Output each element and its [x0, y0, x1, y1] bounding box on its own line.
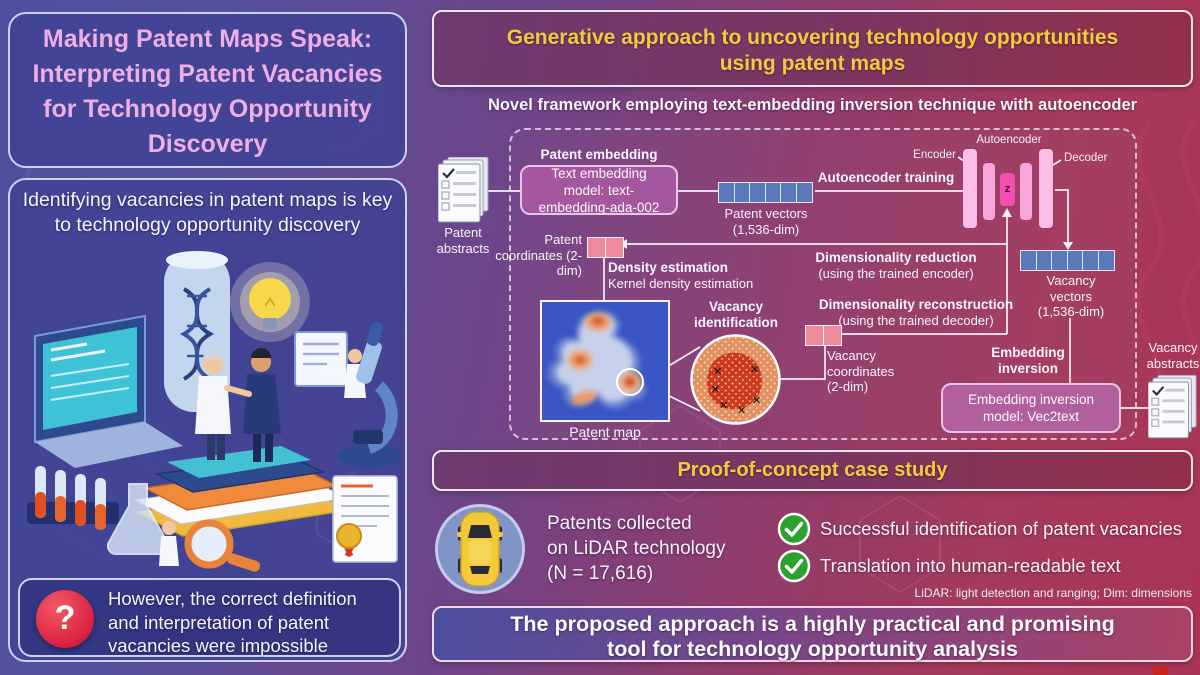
- page-title-line: Discovery: [147, 130, 268, 158]
- finding-text: Translation into human-readable text: [820, 555, 1121, 576]
- journal-logo-fragment: [1153, 666, 1168, 675]
- dimensionality-reduction-label: Dimensionality reduction (using the trai…: [815, 250, 977, 281]
- patent-coordinates-label: Patent coordinates (2-dim): [495, 232, 582, 278]
- laptop-icon: [34, 314, 183, 468]
- text-embedding-model-box: Text embedding model: text-embedding-ada…: [520, 165, 678, 215]
- vacancy-abstracts-icon: [1148, 375, 1197, 439]
- vacancy-magnifier: ✕ ✕ ✕ ✕ ✕ ✕: [690, 334, 781, 425]
- embedding-inversion-model-box: Embedding inversion model: Vec2text: [941, 383, 1121, 433]
- case-study-title: Proof-of-concept case study: [677, 459, 948, 481]
- decoder-bar: [1039, 149, 1053, 228]
- problem-line: and interpretation of patent: [108, 611, 330, 633]
- problem-box: ? However, the correct definition and in…: [18, 578, 401, 657]
- check-icon: [777, 549, 811, 583]
- header-line: using patent maps: [719, 52, 906, 75]
- header-banner: Generative approach to uncovering techno…: [432, 10, 1193, 87]
- svg-text:✕: ✕: [711, 383, 720, 396]
- finding-row: Translation into human-readable text: [777, 549, 1121, 583]
- svg-text:✕: ✕: [737, 404, 746, 417]
- decoder-label: Decoder: [1064, 152, 1108, 164]
- dimensionality-reconstruction-label: Dimensionality reconstruction (using the…: [818, 297, 1014, 328]
- certificate-icon: [332, 475, 398, 563]
- people-handshake-icon: [195, 348, 281, 462]
- finding-text: Successful identification of patent vaca…: [820, 518, 1182, 539]
- problem-line: However, the correct definition: [108, 588, 357, 609]
- patent-map-label: Patent map: [569, 424, 641, 440]
- vacancy-abstracts-label: Vacancy abstracts: [1146, 340, 1200, 371]
- patent-vectors: [718, 182, 813, 203]
- car-icon: [435, 504, 525, 594]
- framework-diagram: Patent abstracts Patent embedding Text e…: [430, 113, 1200, 445]
- microscope-icon: [337, 322, 401, 468]
- question-mark-icon: ?: [36, 590, 94, 648]
- premise-line: Identifying vacancies in patent maps is …: [22, 189, 393, 211]
- page-title-line: for Technology Opportunity: [43, 95, 372, 123]
- problem-line: vacancies were impossible: [108, 635, 329, 656]
- patent-vectors-label: Patent vectors (1,536-dim): [724, 206, 808, 237]
- case-study-banner: Proof-of-concept case study: [432, 450, 1193, 491]
- science-illustration: [27, 251, 401, 572]
- check-icon: [777, 512, 811, 546]
- page-title-line: Making Patent Maps Speak:: [42, 25, 373, 53]
- header-line: Generative approach to uncovering techno…: [506, 26, 1119, 49]
- whiteboard-icon: [294, 331, 366, 398]
- abbreviation-footnote: LiDAR: light detection and ranging; Dim:…: [914, 586, 1192, 600]
- svg-text:✕: ✕: [713, 365, 722, 378]
- latent-bar: z: [1000, 173, 1015, 206]
- patent-coordinates: [587, 237, 624, 258]
- autoencoder-training-label: Autoencoder training: [817, 170, 955, 185]
- density-estimation-label: Density estimation Kernel density estima…: [608, 260, 754, 291]
- svg-text:✕: ✕: [719, 399, 728, 412]
- books-icon: [133, 446, 352, 537]
- patent-map: [540, 300, 670, 422]
- patent-abstracts-label: Patent abstracts: [436, 225, 490, 256]
- vacancy-vectors: [1020, 250, 1115, 271]
- patents-collected-text: Patents collected on LiDAR technology (N…: [547, 513, 726, 584]
- conclusion-banner: The proposed approach is a highly practi…: [432, 606, 1193, 662]
- premise-line: to technology opportunity discovery: [54, 214, 361, 236]
- vacancy-coordinates: [805, 325, 842, 346]
- conclusion-line: tool for technology opportunity analysis: [607, 637, 1018, 661]
- vacancy-identification-label: Vacancy identification: [694, 299, 778, 330]
- encoder-label: Encoder: [913, 149, 956, 161]
- vacancy-coordinates-label: Vacancy coordinates (2-dim): [827, 348, 895, 394]
- vacancy-vectors-label: Vacancy vectors (1,536-dim): [1037, 273, 1105, 319]
- svg-text:✕: ✕: [750, 363, 759, 376]
- conclusion-line: The proposed approach is a highly practi…: [510, 612, 1115, 636]
- svg-text:✕: ✕: [752, 394, 761, 407]
- page-title-line: Interpreting Patent Vacancies: [32, 60, 383, 88]
- encoder-hidden-bar: [983, 163, 995, 220]
- context-panel: Identifying vacancies in patent maps is …: [8, 178, 407, 662]
- embedding-inversion-label: Embedding inversion: [991, 345, 1065, 376]
- magnifier-icon: [159, 519, 261, 572]
- title-panel: Making Patent Maps Speak: Interpreting P…: [8, 12, 407, 168]
- test-tubes-icon: [27, 466, 119, 530]
- framework-caption: Novel framework employing text-embedding…: [487, 96, 1138, 114]
- light-bulb-icon: [230, 262, 310, 342]
- decoder-hidden-bar: [1020, 163, 1032, 220]
- patent-embedding-label: Patent embedding: [540, 147, 658, 162]
- encoder-bar: [963, 149, 977, 228]
- patent-abstracts-icon: [438, 157, 489, 223]
- autoencoder-label: Autoencoder: [976, 134, 1042, 146]
- connector-lines: [487, 156, 1148, 412]
- finding-row: Successful identification of patent vaca…: [777, 512, 1182, 546]
